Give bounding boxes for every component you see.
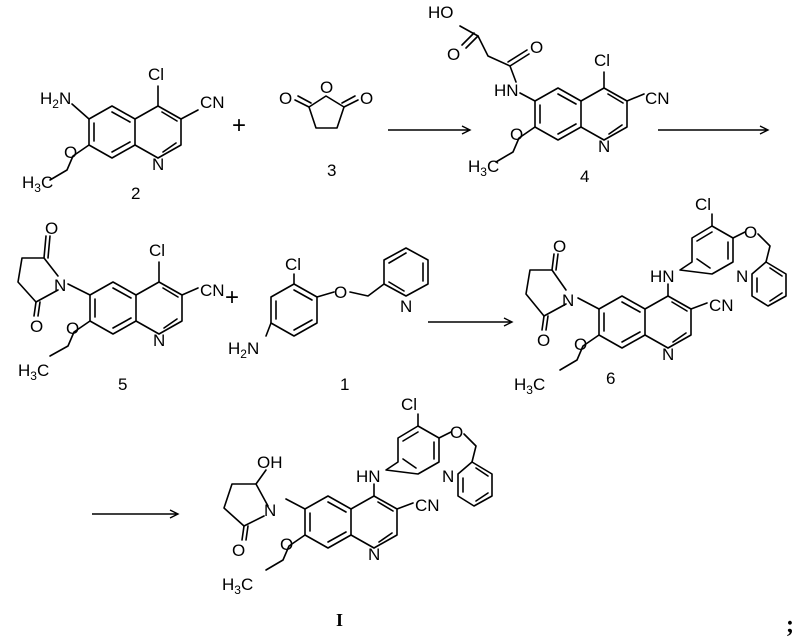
- ether-oxygen-label: O: [66, 319, 79, 338]
- compound-number-4: 4: [580, 167, 589, 186]
- pyridine-nitrogen-label: N: [400, 297, 412, 316]
- cyano-label: CN: [709, 296, 734, 315]
- methyl-label: H3C: [18, 361, 49, 383]
- imide-oxygen-top: O: [45, 219, 58, 238]
- imide-oxygen-bottom: O: [537, 331, 550, 350]
- methyl-label: H3C: [22, 173, 53, 195]
- plus-sign-2: +: [225, 284, 239, 311]
- cyano-label: CN: [200, 281, 225, 300]
- ether-oxygen-label: O: [450, 423, 463, 442]
- pyridine-nitrogen-label: N: [736, 267, 748, 286]
- ether-oxygen-label: O: [744, 223, 757, 242]
- methyl-label: H3C: [514, 375, 545, 397]
- cyano-label: CN: [415, 496, 440, 515]
- carbonyl-oxygen-left: O: [279, 89, 292, 108]
- compound-5: Cl CN N N O O O H3C 5: [17, 219, 225, 394]
- acid-hydroxyl-label: HO: [428, 3, 454, 22]
- ether-oxygen-label: O: [280, 535, 293, 554]
- compound-number-1: 1: [340, 375, 349, 394]
- carbonyl-oxygen-right: O: [360, 89, 373, 108]
- compound-number-I: I: [336, 610, 343, 630]
- cyano-label: CN: [200, 93, 225, 112]
- cyano-label: CN: [645, 89, 670, 108]
- compound-4: Cl CN N HN O HO O O H3C 4: [428, 3, 670, 186]
- chloro-label: Cl: [401, 395, 417, 414]
- compound-3: O O O 3: [279, 78, 373, 180]
- plus-sign-1: +: [232, 112, 246, 139]
- lactam-oxygen-label: O: [232, 541, 245, 560]
- imide-oxygen-top: O: [553, 237, 566, 256]
- amide-nh-label: HN: [494, 81, 519, 100]
- ether-oxygen-label: O: [574, 335, 587, 354]
- anilino-nh-label: HN: [356, 467, 381, 486]
- imide-oxygen-bottom: O: [30, 317, 43, 336]
- ring-nitrogen-label: N: [152, 155, 164, 174]
- pyridine-nitrogen-label: N: [442, 467, 454, 486]
- ring-nitrogen-label: N: [153, 331, 165, 350]
- chloro-label: Cl: [594, 51, 610, 70]
- chloro-label: Cl: [148, 65, 164, 84]
- compound-number-2: 2: [131, 184, 140, 203]
- ring-nitrogen-label: N: [368, 545, 380, 564]
- reaction-arrow-2: [658, 125, 770, 135]
- methyl-label: H3C: [222, 575, 253, 597]
- reaction-arrow-1: [388, 125, 472, 135]
- reaction-arrow-3: [428, 317, 514, 327]
- ring-oxygen-label: O: [320, 78, 333, 97]
- chloro-label: Cl: [285, 255, 301, 274]
- ether-oxygen-label: O: [510, 125, 523, 144]
- ether-oxygen-label: O: [334, 283, 347, 302]
- methyl-label: H3C: [468, 157, 499, 179]
- imide-nitrogen-label: N: [562, 291, 574, 310]
- acid-carbonyl-oxygen: O: [447, 45, 460, 64]
- anilino-nh-label: HN: [650, 267, 675, 286]
- compound-number-3: 3: [327, 161, 336, 180]
- amino-label: H2N: [40, 89, 71, 111]
- compound-I: OH N O Cl O N HN CN N O H3C I: [222, 395, 493, 630]
- compound-1: Cl O N H2N 1: [228, 247, 429, 394]
- compound-number-6: 6: [606, 369, 615, 388]
- chloro-label: Cl: [695, 195, 711, 214]
- amide-oxygen-label: O: [530, 38, 543, 57]
- imide-nitrogen-label: N: [54, 276, 66, 295]
- scheme-terminator: ;: [786, 612, 794, 638]
- ether-oxygen-label: O: [64, 143, 77, 162]
- hydroxyl-label: OH: [257, 453, 283, 472]
- compound-2: H2N Cl CN N O H3C 2: [22, 65, 225, 203]
- ring-nitrogen-label: N: [598, 137, 610, 156]
- amino-label: H2N: [228, 339, 259, 361]
- compound-6: Cl O N HN CN N N O O O H3C 6: [514, 195, 787, 397]
- compound-number-5: 5: [118, 375, 127, 394]
- lactam-nitrogen-label: N: [264, 501, 276, 520]
- chloro-label: Cl: [149, 241, 165, 260]
- reaction-arrow-4: [92, 509, 180, 519]
- ring-nitrogen-label: N: [662, 345, 674, 364]
